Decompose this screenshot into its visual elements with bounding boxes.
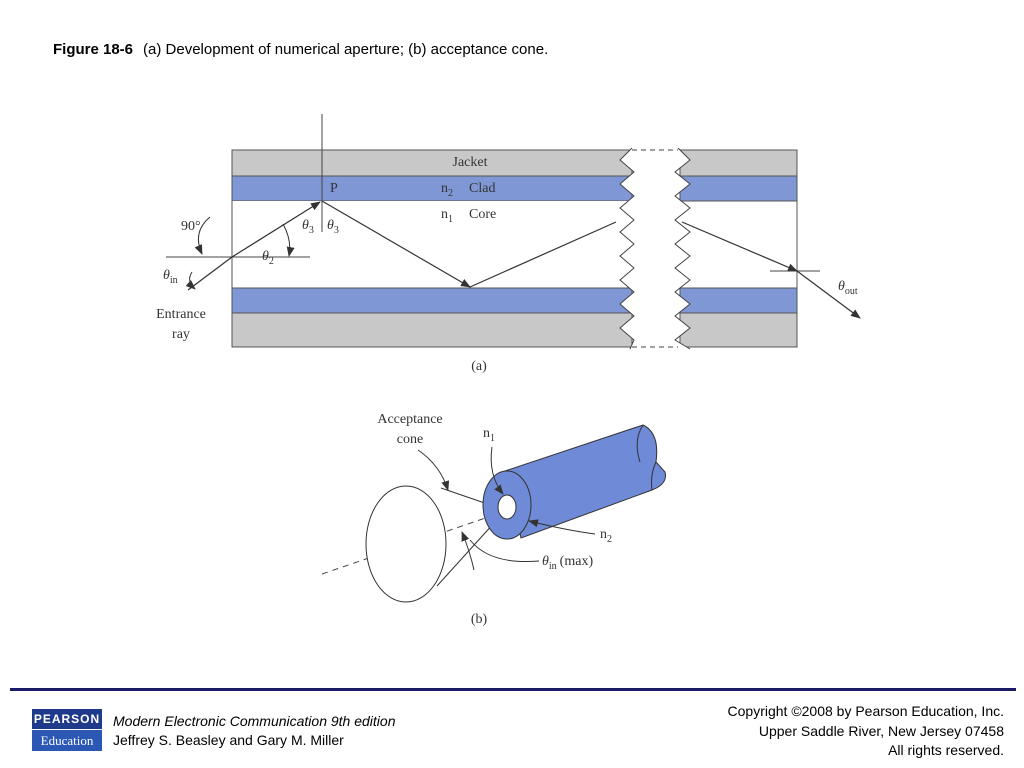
- ninety-degree-label: 90°: [181, 219, 201, 234]
- theta2-arc: [282, 223, 295, 257]
- book-info: Modern Electronic Communication 9th edit…: [113, 712, 395, 750]
- jacket-layer-bottom-right: [679, 312, 798, 348]
- theta-in-arc: [185, 271, 196, 290]
- copyright-line-1: Copyright ©2008 by Pearson Education, In…: [727, 703, 1004, 719]
- n1-leader: [490, 446, 504, 495]
- reflected-ray-2: [469, 221, 617, 288]
- diagram-b: Acceptance cone n1 n2 θin(max) (b): [321, 412, 666, 627]
- entrance-ray-label-2: ray: [172, 327, 190, 342]
- acceptance-cone-base: [365, 485, 447, 603]
- footer-rule: [10, 688, 1016, 691]
- book-authors: Jeffrey S. Beasley and Gary M. Miller: [113, 732, 344, 748]
- clad-layer-top-left: [231, 175, 633, 202]
- theta-in-label: θin: [163, 268, 178, 286]
- n2-leader: [528, 519, 596, 535]
- entrance-ray-label: Entrance: [156, 307, 206, 322]
- jacket-label: Jacket: [453, 155, 488, 170]
- n2-label-b: n2: [600, 527, 612, 545]
- point-p-label: P: [330, 181, 338, 196]
- fiber-core-face: [497, 494, 517, 520]
- figure-caption: (a) Development of numerical aperture; (…: [143, 41, 549, 58]
- acceptance-cone-label: Acceptance: [377, 412, 442, 427]
- exit-ray: [796, 270, 861, 319]
- theta3-right-label: θ3: [327, 218, 339, 236]
- acceptance-cone-label-2: cone: [397, 432, 423, 447]
- n1-label-b: n1: [483, 426, 495, 444]
- theta-in-max-label: θin(max): [542, 554, 593, 572]
- n2-label: n2: [441, 181, 453, 199]
- jacket-layer-bottom-left: [231, 312, 633, 348]
- break-zigzag-left: [619, 147, 635, 350]
- ninety-degree-arc: [194, 216, 211, 255]
- fiber-optic-diagram: Jacket P n2 Clad n1 Core θ3 θ3 θ2 90° θi…: [156, 114, 861, 627]
- refracted-ray: [231, 201, 321, 258]
- acceptance-cone-leader: [417, 449, 450, 491]
- entrance-ray: [187, 256, 233, 291]
- exit-ray-inside: [681, 221, 798, 272]
- pearson-logo: PEARSON Education: [32, 709, 102, 751]
- logo-bottom-text: Education: [32, 730, 102, 751]
- diagram-a: Jacket P n2 Clad n1 Core θ3 θ3 θ2 90° θi…: [156, 114, 861, 374]
- logo-top-text: PEARSON: [32, 709, 102, 729]
- clad-layer-bottom-left: [231, 287, 633, 314]
- copyright-line-2: Upper Saddle River, New Jersey 07458: [758, 722, 1004, 739]
- clad-layer-top-right: [679, 175, 798, 202]
- jacket-layer-top-left: [231, 149, 633, 177]
- figure-label: Figure 18-6: [53, 41, 134, 58]
- break-gap: [620, 148, 690, 349]
- book-title: Modern Electronic Communication 9th edit…: [113, 713, 396, 729]
- theta2-label: θ2: [262, 249, 274, 267]
- jacket-layer-top-right: [679, 149, 798, 177]
- fiber-cylinder-body: [504, 424, 666, 539]
- cone-axis-dashed: [321, 512, 501, 575]
- reflected-ray: [321, 200, 471, 288]
- clad-layer-bottom-right: [679, 287, 798, 314]
- n1-label: n1: [441, 207, 453, 225]
- copyright-line-3: All rights reserved.: [888, 742, 1004, 758]
- theta-max-arc: [461, 531, 475, 571]
- core-layer-left: [232, 201, 632, 288]
- copyright-notice: Copyright ©2008 by Pearson Education, In…: [728, 702, 1004, 761]
- break-zigzag-right: [674, 147, 691, 350]
- sublabel-b: (b): [471, 612, 488, 627]
- slide-title: Figure 18-6 (a) Development of numerical …: [53, 41, 548, 58]
- clad-label: Clad: [469, 181, 495, 196]
- theta-out-label: θout: [838, 279, 858, 297]
- core-label: Core: [469, 207, 496, 222]
- theta3-left-label: θ3: [302, 218, 314, 236]
- sublabel-a: (a): [471, 359, 487, 374]
- theta-max-leader: [469, 539, 540, 563]
